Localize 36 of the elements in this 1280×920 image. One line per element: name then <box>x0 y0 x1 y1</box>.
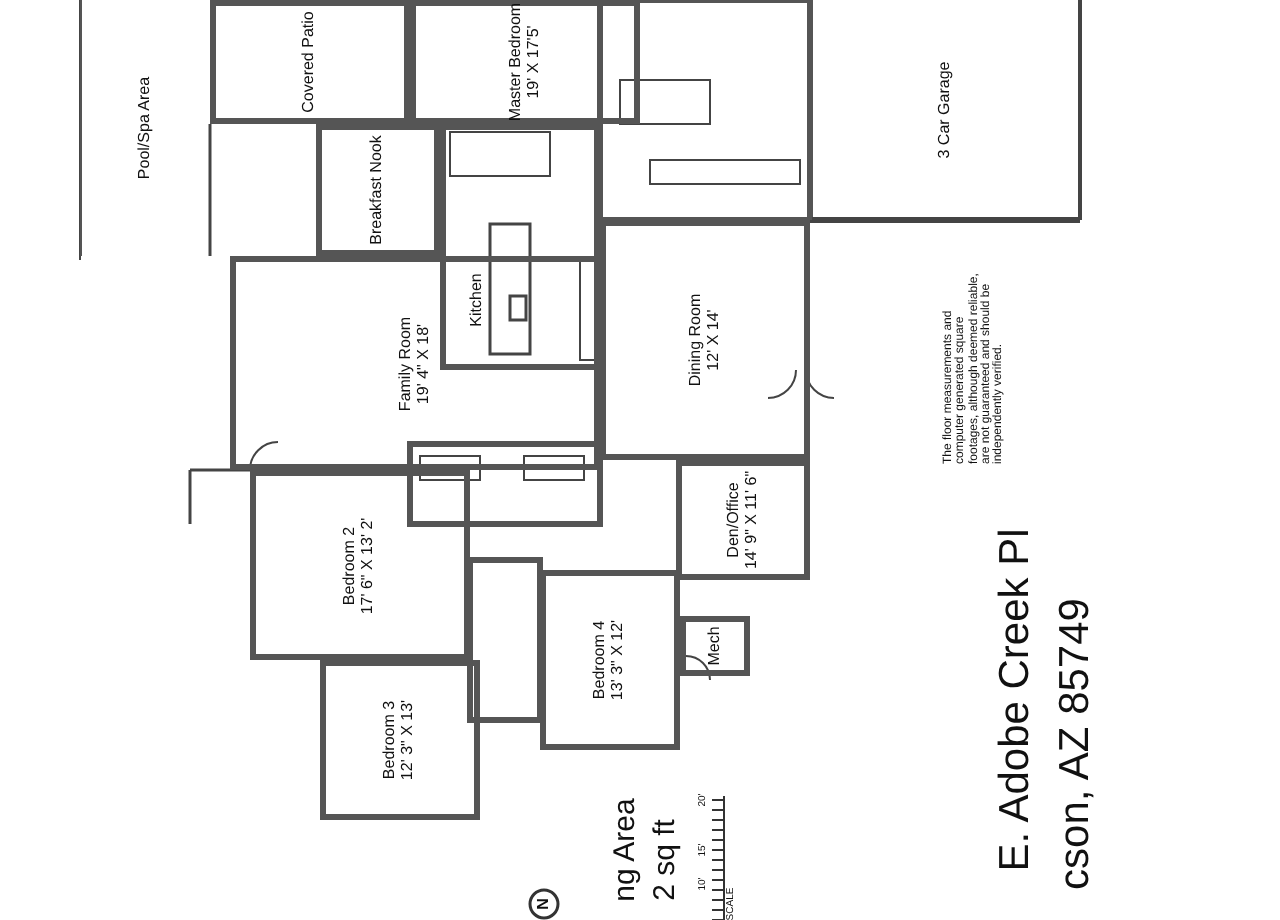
room-name: Mech <box>706 626 724 666</box>
room-name: Kitchen <box>469 274 488 328</box>
compass-letter: N <box>535 898 553 910</box>
address-text: cson, AZ 85749 <box>1053 598 1099 890</box>
room-name: Breakfast Nook <box>369 135 387 245</box>
room-name: Family Room <box>397 315 414 411</box>
room-dimensions: 12' X 14' <box>705 307 723 371</box>
room-outline <box>440 124 600 370</box>
room-name: Bedroom 2 <box>342 523 360 609</box>
room-dimensions: 19' 4" X 18' <box>415 320 433 404</box>
area-heading: ng Area <box>610 798 642 902</box>
room-outline <box>230 256 600 470</box>
address-text: E. Adobe Creek Pl <box>993 528 1039 872</box>
room-name: Master Bedroom <box>507 2 525 122</box>
room-dimensions: 12' 3" X 13' <box>400 699 418 781</box>
area-value: 2 sq ft <box>650 819 682 901</box>
room-dimensions: 14' 9" X 11' 6" <box>743 470 761 570</box>
room-outline <box>540 570 680 750</box>
room-outline <box>680 616 750 676</box>
room-name: Den/Office <box>725 480 743 562</box>
room-name: Covered Patio <box>301 11 319 113</box>
room-name: Pool/Spa Area <box>137 76 155 180</box>
room-name: 3 Car Garage <box>937 61 955 159</box>
room-dimensions: 17' 6" X 13' 2' <box>360 516 378 614</box>
room-outline <box>600 220 810 460</box>
room-outline <box>410 0 640 124</box>
room-outline <box>320 660 480 820</box>
room-dimensions: 13' 3" X 12' <box>610 619 628 701</box>
room-name: Dining Room <box>687 293 704 387</box>
room-outline <box>210 0 410 124</box>
room-outline <box>250 470 470 660</box>
room-dimensions: 19' X 17'5' <box>525 23 543 103</box>
room-name: Bedroom 4 <box>592 619 610 701</box>
room-outline <box>676 460 810 580</box>
room-outline <box>316 124 440 256</box>
room-name: Bedroom 3 <box>382 699 400 781</box>
